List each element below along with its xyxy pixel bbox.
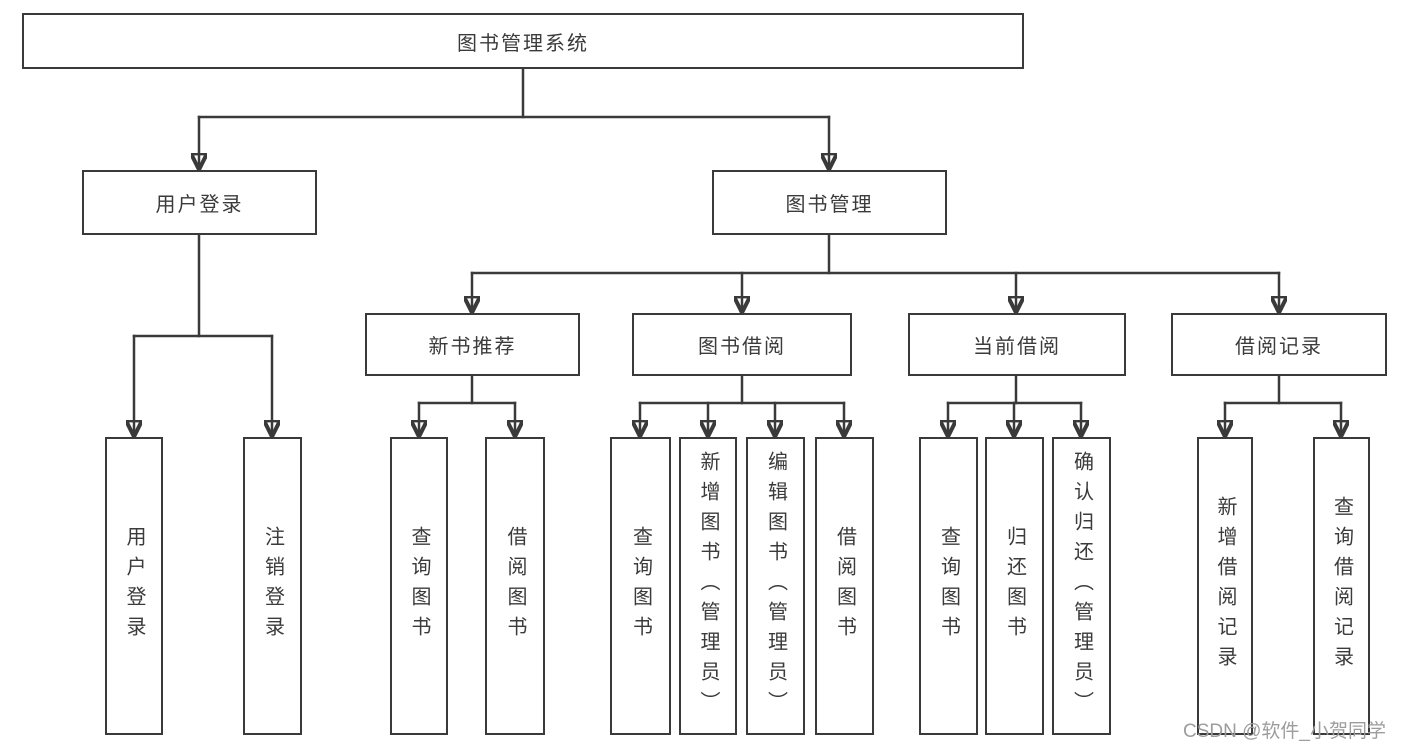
node-new-book-recommendation-label: 新书推荐: [428, 336, 517, 358]
leaf-query-books-recommend: 查询图书: [390, 437, 448, 735]
node-root-label: 图书管理系统: [457, 32, 589, 55]
node-borrowing-records: 借阅记录: [1171, 313, 1387, 376]
leaf-user-login-label: 用户登录: [123, 526, 145, 646]
csdn-watermark: CSDN @软件_小贺同学: [1183, 721, 1386, 742]
node-new-book-recommendation: 新书推荐: [365, 313, 580, 376]
leaf-query-books-borrowing: 查询图书: [610, 437, 671, 735]
node-borrowing-records-label: 借阅记录: [1235, 336, 1323, 358]
leaf-logout: 注销登录: [243, 437, 302, 735]
leaf-add-book-admin: 新增图书（管理员）: [679, 437, 737, 735]
leaf-query-books-recommend-label: 查询图书: [408, 526, 430, 646]
node-root: 图书管理系统: [22, 13, 1024, 69]
leaf-logout-label: 注销登录: [261, 526, 284, 646]
leaf-borrow-books-recommend-label: 借阅图书: [504, 526, 526, 646]
leaf-return-book-label: 归还图书: [1003, 526, 1026, 646]
leaf-add-borrow-record-label: 新增借阅记录: [1214, 496, 1236, 676]
node-book-borrowing: 图书借阅: [632, 313, 852, 376]
leaf-add-borrow-record: 新增借阅记录: [1197, 437, 1253, 735]
node-current-borrowing: 当前借阅: [908, 313, 1126, 376]
leaf-user-login: 用户登录: [105, 437, 163, 735]
leaf-borrow-books-recommend: 借阅图书: [485, 437, 545, 735]
leaf-borrow-books-borrowing: 借阅图书: [815, 437, 874, 735]
node-book-management: 图书管理: [712, 170, 947, 235]
node-current-borrowing-label: 当前借阅: [973, 336, 1061, 358]
node-book-management-label: 图书管理: [785, 194, 874, 216]
leaf-query-borrow-record: 查询借阅记录: [1313, 437, 1370, 735]
node-user-login-label: 用户登录: [155, 194, 244, 216]
leaf-query-borrow-record-label: 查询借阅记录: [1330, 496, 1353, 676]
leaf-return-book: 归还图书: [985, 437, 1044, 735]
leaf-edit-book-admin-label: 编辑图书（管理员）: [764, 451, 787, 721]
node-book-borrowing-label: 图书借阅: [698, 336, 786, 358]
leaf-query-books-current-label: 查询图书: [937, 526, 960, 646]
node-user-login: 用户登录: [82, 170, 317, 235]
leaf-borrow-books-borrowing-label: 借阅图书: [833, 526, 856, 646]
leaf-confirm-return-admin-label: 确认归还（管理员）: [1070, 451, 1093, 721]
leaf-edit-book-admin: 编辑图书（管理员）: [746, 437, 805, 735]
leaf-query-books-current: 查询图书: [919, 437, 978, 735]
leaf-query-books-borrowing-label: 查询图书: [629, 526, 652, 646]
leaf-add-book-admin-label: 新增图书（管理员）: [697, 451, 719, 721]
leaf-confirm-return-admin: 确认归还（管理员）: [1052, 437, 1111, 735]
